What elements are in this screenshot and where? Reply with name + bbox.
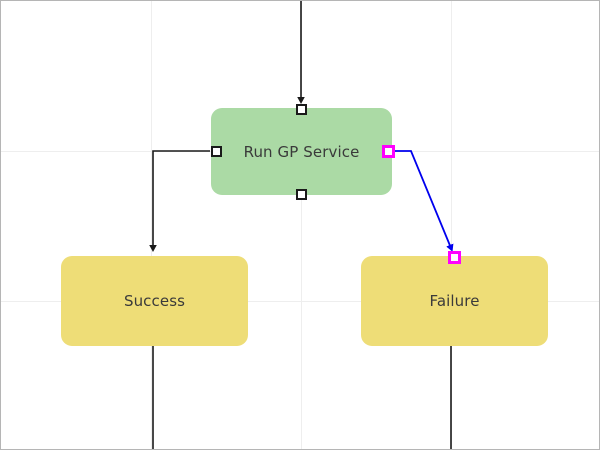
edge-edge-to-failure[interactable] [395, 150, 454, 252]
handle-failure-top[interactable] [448, 250, 461, 264]
node-failure[interactable]: Failure [361, 256, 548, 346]
node-run-gp-service[interactable]: Run GP Service [211, 108, 392, 195]
node-label-run-gp-service: Run GP Service [243, 142, 360, 161]
handle-run-gp-service-top[interactable] [296, 103, 307, 115]
handle-run-gp-service-left[interactable] [210, 146, 222, 157]
node-label-success: Success [123, 292, 186, 310]
handle-run-gp-service-right[interactable] [381, 145, 395, 158]
node-success[interactable]: Success [61, 256, 248, 346]
node-label-failure: Failure [429, 292, 480, 310]
handle-run-gp-service-bottom[interactable] [296, 188, 307, 200]
edge-edge-to-success[interactable] [149, 150, 210, 252]
